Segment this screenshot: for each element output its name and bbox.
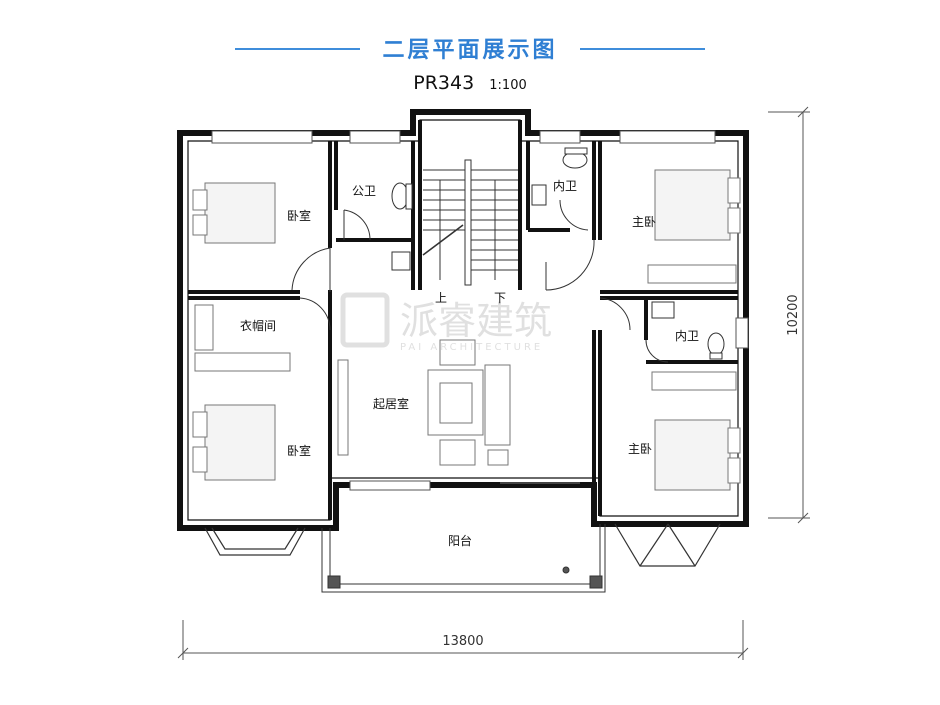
watermark: 派睿建筑 PAI ARCHITECTURE xyxy=(340,292,552,353)
balcony xyxy=(321,524,606,593)
room-label-cloakroom: 衣帽间 xyxy=(240,318,276,333)
room-label-master-se: 主卧 xyxy=(628,442,652,456)
title-line-right xyxy=(580,48,705,50)
room-labels: 卧室 公卫 内卫 主卧 衣帽间 内卫 卧室 起居室 主卧 阳台 上 下 xyxy=(240,179,699,548)
logo-mark-icon xyxy=(340,292,390,348)
dimension-lines xyxy=(177,106,810,660)
room-label-bath-en-1: 内卫 xyxy=(553,179,577,193)
bath-fixtures xyxy=(391,147,725,360)
room-label-living: 起居室 xyxy=(373,396,409,411)
living-furniture xyxy=(337,339,580,484)
wardrobes xyxy=(194,264,737,391)
beds xyxy=(204,169,731,491)
windows xyxy=(211,130,749,491)
interior-walls xyxy=(188,120,738,524)
room-label-bath-en-2: 内卫 xyxy=(675,329,699,343)
watermark-en: PAI ARCHITECTURE xyxy=(400,342,543,353)
watermark-cn: 派睿建筑 xyxy=(400,299,552,343)
drawing-subtitle: PR343 1:100 xyxy=(0,72,940,94)
bay-windows xyxy=(204,523,721,567)
stair-label-down: 下 xyxy=(494,291,506,305)
dimension-depth: 10200 xyxy=(786,294,801,335)
staircase xyxy=(422,159,518,286)
stair-label-up: 上 xyxy=(435,291,447,305)
room-label-master-ne: 主卧 xyxy=(632,215,656,229)
room-label-bedroom-sw: 卧室 xyxy=(287,443,311,458)
plan-scale: 1:100 xyxy=(489,78,527,93)
dimension-width: 13800 xyxy=(442,634,483,649)
bed-pillows xyxy=(192,177,741,484)
drawing-title-row: 二层平面展示图 xyxy=(0,30,940,64)
room-label-bath-public: 公卫 xyxy=(352,184,376,198)
title-line-left xyxy=(235,48,360,50)
drawing-title: 二层平面展示图 xyxy=(382,38,558,63)
plan-code: PR343 xyxy=(413,72,475,94)
room-label-bedroom-nw: 卧室 xyxy=(287,208,311,223)
room-label-balcony: 阳台 xyxy=(448,533,472,548)
door-swings xyxy=(291,199,669,363)
outer-walls xyxy=(177,109,749,531)
